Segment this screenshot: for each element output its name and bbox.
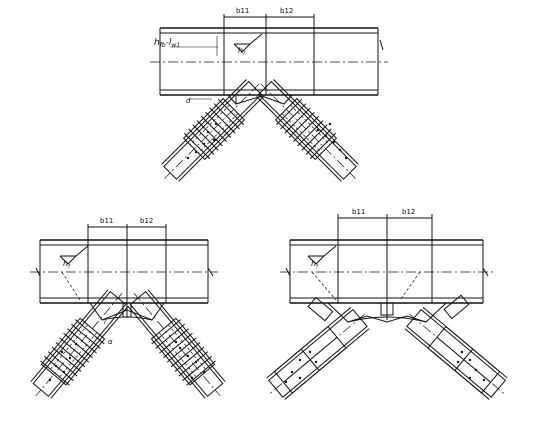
bolt-dots-top bbox=[186, 122, 348, 160]
brace-right-bottom-right bbox=[404, 306, 508, 400]
label-b11: b11 bbox=[100, 217, 113, 225]
label-hf: hf bbox=[63, 259, 71, 270]
detail-top: b11 b12 hfb-lw1 hf bbox=[150, 7, 388, 182]
brace-left-top bbox=[161, 79, 264, 182]
dimension-b11-b12-right: b11 b12 bbox=[337, 208, 433, 240]
bolt-rows-left-top bbox=[183, 98, 245, 160]
label-hfb-lw1: hfb-lw1 bbox=[154, 36, 218, 56]
label-b12: b12 bbox=[140, 217, 153, 225]
label-b11: b11 bbox=[352, 208, 365, 216]
weld-symbol-hf-right: hf bbox=[307, 245, 421, 301]
label-w1: w1 bbox=[171, 42, 180, 49]
label-d-top: d bbox=[186, 97, 212, 105]
label-hf: hf bbox=[238, 46, 246, 57]
label-b11: b11 bbox=[236, 7, 249, 15]
label-d: d bbox=[186, 97, 191, 105]
gusset-plate-right bbox=[307, 294, 470, 323]
bolt-dots-bottom-left bbox=[48, 340, 206, 382]
label-fb: fb bbox=[160, 42, 166, 49]
svg-text:hfb-lw1: hfb-lw1 bbox=[154, 38, 180, 49]
detail-bottom-left: b11 b12 hf r α bbox=[30, 217, 226, 399]
label-h: h bbox=[154, 38, 160, 48]
beam-bottom-right bbox=[280, 239, 493, 304]
label-b12: b12 bbox=[402, 208, 415, 216]
label-minus-l: -l bbox=[166, 38, 172, 48]
label-b12: b12 bbox=[280, 7, 293, 15]
detail-bottom-right: b11 b12 hf bbox=[266, 208, 508, 400]
bolt-dots-bottom-right bbox=[284, 350, 486, 384]
label-hf: hf bbox=[311, 259, 319, 270]
gusset-plate-top bbox=[227, 94, 293, 105]
beam-top bbox=[150, 27, 388, 96]
brace-right-bottom-left bbox=[127, 289, 226, 399]
gusset-plate-left: r α bbox=[89, 302, 165, 346]
brace-left-bottom-left bbox=[30, 289, 129, 399]
label-alpha: α bbox=[108, 338, 113, 346]
weld-symbol-hf-top: hf bbox=[233, 33, 263, 57]
dimension-b11-b12-left: b11 b12 bbox=[87, 217, 167, 240]
bolt-rows-right-top bbox=[275, 98, 337, 160]
label-r: r bbox=[104, 319, 107, 326]
brace-right-top bbox=[256, 79, 359, 182]
beam-bottom-left bbox=[30, 239, 218, 304]
brace-left-bottom-right bbox=[266, 306, 370, 400]
dimension-b11-b12-top: b11 b12 bbox=[223, 7, 315, 28]
weld-symbol-hf-left: hf bbox=[59, 245, 89, 301]
